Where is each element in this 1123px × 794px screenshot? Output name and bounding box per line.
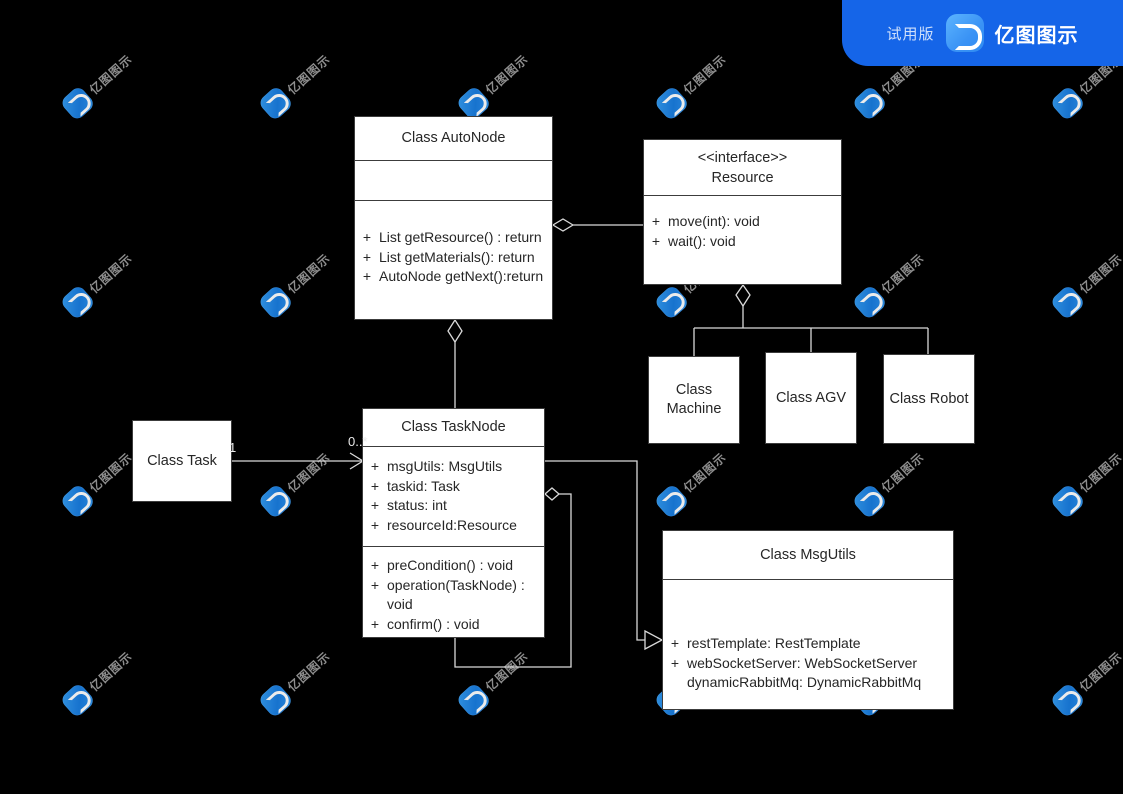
visibility-marker: + [670, 654, 680, 671]
member-row: + preCondition() : void [363, 556, 544, 576]
class-name-task: Class Task [147, 452, 217, 469]
visibility-marker: + [362, 268, 372, 284]
class-name-machine-line2: Machine [666, 401, 722, 417]
link-resource-subclasses [693, 283, 929, 356]
member-row: + List getResource() : return [355, 228, 552, 248]
class-name-autonode: Class AutoNode [401, 130, 506, 146]
class-title-task: Class Task [133, 421, 231, 501]
visibility-marker: + [370, 557, 380, 573]
member-row: + move(int): void [644, 212, 841, 232]
class-title-msgutils: Class MsgUtils [663, 531, 953, 579]
member-row: + taskid: Task [363, 477, 544, 497]
class-methods-tasknode: + preCondition() : void + operation(Task… [363, 546, 544, 639]
class-attributes-autonode [355, 160, 552, 200]
class-title-tasknode: Class TaskNode [363, 409, 544, 446]
class-box-task[interactable]: Class Task [132, 420, 232, 502]
member-text: status: int [387, 497, 447, 513]
member-text: resourceId:Resource [387, 516, 517, 533]
class-attributes-tasknode: + msgUtils: MsgUtils + taskid: Task + st… [363, 446, 544, 546]
class-box-msgutils[interactable]: Class MsgUtils + restTemplate: RestTempl… [662, 530, 954, 710]
class-name-tasknode: Class TaskNode [401, 419, 506, 435]
link-task-tasknode [232, 452, 365, 470]
visibility-marker: + [362, 229, 372, 245]
class-title-agv: Class AGV [766, 353, 856, 443]
member-text: List getResource() : return [379, 229, 542, 245]
class-box-resource[interactable]: <<interface>> Resource + move(int): void… [643, 139, 842, 285]
visibility-marker: + [370, 576, 380, 593]
class-name-msgutils: Class MsgUtils [760, 546, 856, 563]
link-autonode-tasknode [447, 318, 463, 408]
class-name-robot: Class Robot [889, 390, 969, 407]
member-text: dynamicRabbitMq: DynamicRabbitMq [687, 674, 922, 690]
member-row: + status: int [363, 496, 544, 516]
member-row: + dynamicRabbitMq: DynamicRabbitMq [663, 673, 953, 693]
class-title-autonode: Class AutoNode [355, 117, 552, 160]
multiplicity-label-target: 0..* [348, 434, 368, 449]
stereotype-label: <<interface>> [697, 149, 788, 166]
visibility-marker: + [362, 248, 372, 265]
link-tasknode-self [454, 487, 572, 668]
member-row: + restTemplate: RestTemplate [663, 634, 953, 654]
class-name-agv: Class AGV [775, 389, 847, 406]
member-row: + resourceId:Resource [363, 516, 544, 536]
class-title-robot: Class Robot [884, 355, 974, 443]
member-text: AutoNode getNext():return [379, 268, 544, 284]
member-text: confirm() : void [387, 615, 480, 632]
member-text: wait(): void [668, 232, 736, 249]
member-text: msgUtils: MsgUtils [387, 458, 503, 474]
class-title-machine: Class Machine [649, 357, 739, 443]
visibility-marker: + [670, 635, 680, 651]
member-text: preCondition() : void [387, 557, 514, 573]
link-autonode-resource [551, 218, 643, 232]
member-row: + msgUtils: MsgUtils [363, 457, 544, 477]
member-row: + List getMaterials(): return [355, 248, 552, 268]
link-tasknode-msgutils [545, 460, 664, 651]
class-box-machine[interactable]: Class Machine [648, 356, 740, 444]
member-row: + operation(TaskNode) : void [363, 576, 544, 615]
member-text: taskid: Task [387, 477, 460, 494]
member-row: + wait(): void [644, 232, 841, 252]
edraw-logo-icon [945, 14, 984, 52]
brand-name: 亿图图示 [994, 22, 1079, 47]
visibility-marker: + [370, 615, 380, 632]
visibility-marker: + [370, 458, 380, 474]
visibility-marker: + [370, 516, 380, 533]
member-text: restTemplate: RestTemplate [687, 635, 861, 651]
trial-badge[interactable]: 试用版 亿图图示 [842, 0, 1123, 66]
class-attributes-msgutils: + restTemplate: RestTemplate + webSocket… [663, 579, 953, 711]
visibility-marker: + [651, 232, 661, 249]
class-box-autonode[interactable]: Class AutoNode + List getResource() : re… [354, 116, 553, 320]
trial-label: 试用版 [886, 24, 935, 43]
class-box-robot[interactable]: Class Robot [883, 354, 975, 444]
class-methods-autonode: + List getResource() : return + List get… [355, 200, 552, 319]
visibility-marker: + [651, 213, 661, 229]
class-name-machine-line1: Class [675, 382, 713, 398]
member-text: List getMaterials(): return [379, 248, 535, 265]
member-row: + confirm() : void [363, 615, 544, 635]
class-box-agv[interactable]: Class AGV [765, 352, 857, 444]
class-name-resource: Resource [711, 169, 774, 186]
visibility-marker: + [370, 477, 380, 494]
member-text: webSocketServer: WebSocketServer [687, 654, 918, 671]
class-methods-resource: + move(int): void + wait(): void [644, 195, 841, 284]
member-text: move(int): void [668, 213, 760, 229]
member-row: + webSocketServer: WebSocketServer [663, 654, 953, 674]
member-row: + AutoNode getNext():return [355, 267, 552, 287]
member-text: operation(TaskNode) : void [387, 576, 525, 613]
multiplicity-label-source: 1 [229, 440, 237, 455]
visibility-marker: + [370, 497, 380, 513]
class-box-tasknode[interactable]: Class TaskNode + msgUtils: MsgUtils + ta… [362, 408, 545, 638]
class-title-resource: <<interface>> Resource [644, 140, 841, 195]
